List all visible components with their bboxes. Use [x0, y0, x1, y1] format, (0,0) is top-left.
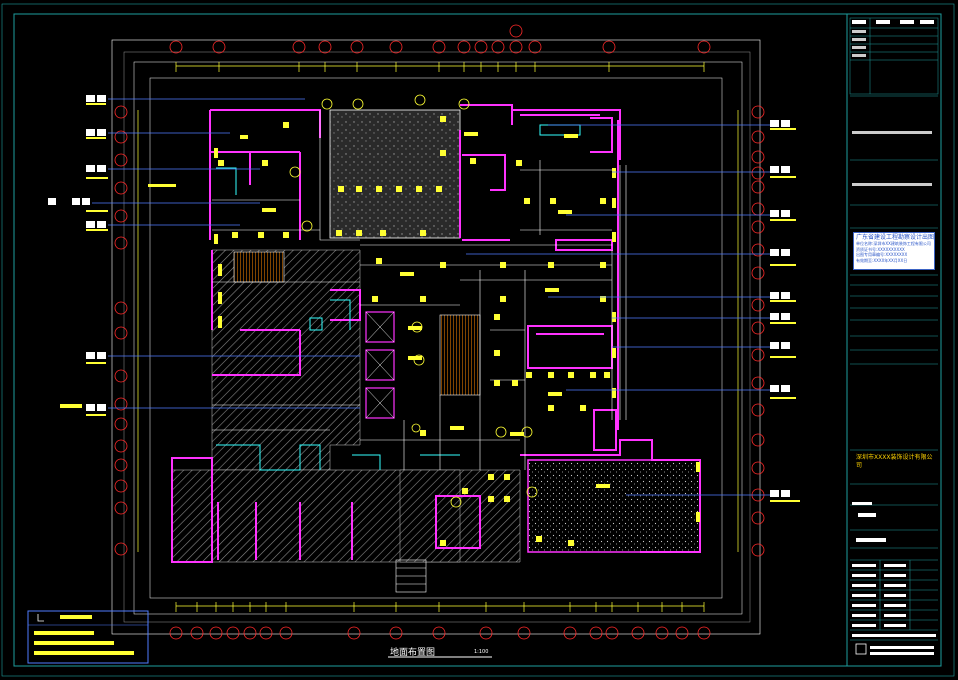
stamp-title: 广东省建设工程勘察设计出图专用章	[856, 234, 935, 241]
leader-lines-left	[92, 98, 360, 409]
stamp-line: 出图专用章编号:XXXXXXXX	[856, 252, 908, 258]
stamp-line: 资质证书号:XXXXXXXXXX	[856, 246, 905, 252]
label-blocks-left	[48, 95, 176, 416]
symbol-markers	[289, 94, 538, 508]
sheet-frame	[1, 3, 955, 677]
top-dimension-line	[175, 62, 705, 72]
approval-stamp: 广东省建设工程勘察设计出图专用章 单位名称:深圳市XX建筑装饰工程有限公司 资质…	[853, 232, 935, 270]
cyan-walls	[216, 124, 581, 471]
label-blocks-right	[770, 120, 800, 502]
stamp-line: 单位名称:深圳市XX建筑装饰工程有限公司	[856, 241, 931, 246]
title-block-fills	[852, 20, 936, 655]
floor-markers	[214, 116, 700, 546]
bottom-dimension-line	[175, 602, 705, 612]
grid-bubbles-right	[751, 105, 765, 557]
drawing-scale: 1:100	[474, 649, 489, 655]
legend-box	[27, 610, 149, 664]
staircases	[233, 251, 481, 593]
hatched-areas	[171, 249, 521, 563]
stamp-line: 有效期至:XXXX年XX月XX日	[856, 257, 908, 263]
speckled-floor-area	[527, 459, 701, 553]
plan-outlines	[111, 39, 761, 635]
side-dimension-lines	[137, 110, 739, 552]
leader-lines-right	[466, 124, 770, 496]
grid-bubbles-left	[114, 105, 128, 556]
central-hall-floor	[329, 109, 461, 239]
design-company-name: 深圳市XXXX装饰设计有限公司	[856, 454, 933, 469]
grid-bubbles-bottom	[169, 626, 711, 640]
drawing-title: 地面布置图	[390, 648, 436, 658]
room-lines	[212, 110, 627, 470]
title-block	[849, 17, 939, 641]
elevator-shafts	[365, 311, 395, 419]
grid-bubbles-top	[169, 24, 711, 54]
interior-walls	[171, 104, 701, 563]
